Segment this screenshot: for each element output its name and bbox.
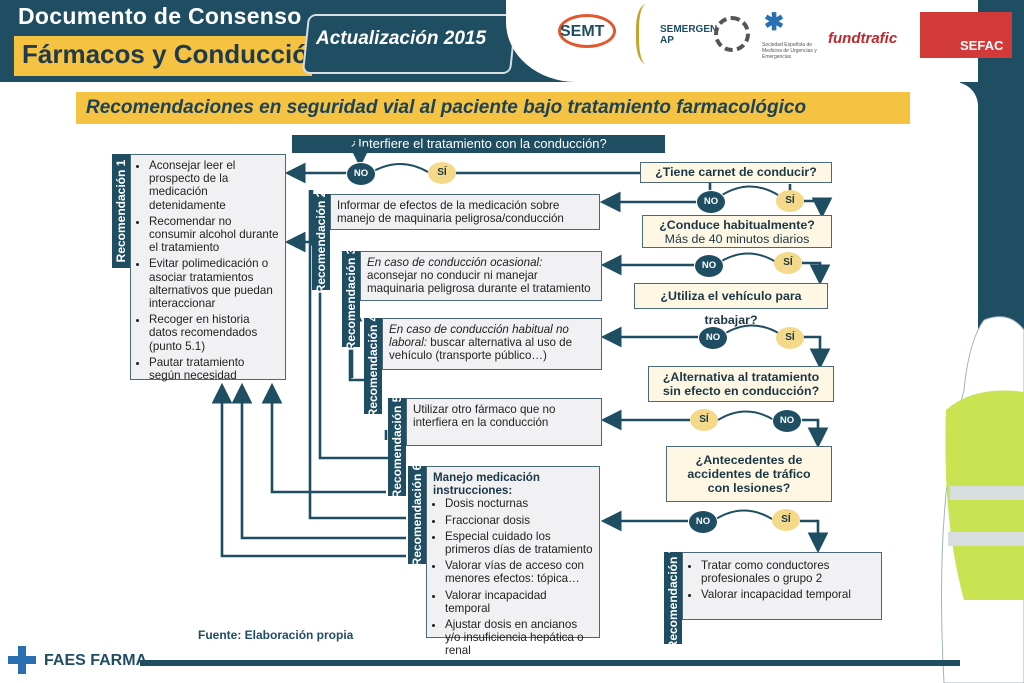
no-badge: NO [346, 162, 376, 186]
rec6-item: Valorar vías de acceso con menores efect… [445, 559, 593, 585]
sefac-logo-box [920, 12, 1012, 58]
section-banner [76, 92, 910, 124]
rec1-label: Recomendación 1 [112, 154, 130, 268]
arrow-vehiculo-si-to-alternativa [803, 335, 831, 370]
semt-logo-text: SEMT [560, 23, 605, 40]
no-badge: NO [694, 254, 724, 278]
rec1-box: Aconsejar leer el prospecto de la medica… [130, 154, 286, 382]
gear-emblem-icon [714, 16, 750, 52]
question-vehiculo: ¿Utiliza el vehículo para trabajar? [634, 283, 828, 327]
no-badge: NO [696, 190, 726, 214]
star-of-life-icon: ✱ [764, 9, 785, 36]
safety-vest-illustration [941, 316, 1024, 683]
arrow-rec5-to-rec1 [261, 382, 386, 494]
rec1-item: Recoger en historia datos recomendados (… [149, 313, 279, 353]
rec6-item: Fraccionar dosis [445, 514, 593, 527]
rec6-item: Valorar incapacidad temporal [445, 589, 593, 615]
top-question: ¿Interfiere el tratamiento con la conduc… [292, 135, 665, 153]
rec5-box: Utilizar otro fármaco que no interfiera … [406, 398, 602, 446]
source-note: Fuente: Elaboración propia [198, 628, 354, 642]
document-title-box [14, 36, 312, 76]
arrow-rec6-to-rec1-a [308, 190, 406, 520]
rec6-box: Manejo medicación instrucciones: Dosis n… [426, 466, 600, 657]
curve-carnet [721, 185, 779, 196]
fundtrafic-logo: fundtrafic [828, 30, 898, 47]
rec6-label: Recomendación 6 [408, 463, 426, 567]
curve-antecedentes [715, 509, 773, 520]
rec1-item: Recomendar no consumir alcohol durante e… [149, 215, 279, 255]
curve-conduce [719, 252, 777, 263]
no-badge: NO [772, 409, 802, 433]
rec1-item: Evitar polimedicación o asociar tratamie… [149, 257, 279, 310]
rec4-condition: En caso de conducción habitual no labora… [389, 323, 569, 350]
rec2-box: Informar de efectos de la medicación sob… [330, 194, 600, 230]
rec7-box: Tratar como conductores profesionales o … [682, 552, 882, 620]
curve-vehiculo [723, 324, 781, 335]
semes-logo-text: Sociedad Española de Medicina de Urgenci… [762, 42, 817, 60]
rec7-item: Tratar como conductores profesionales o … [701, 559, 875, 585]
rec3-text: aconsejar no conducir ni manejar maquina… [367, 269, 591, 296]
si-badge: SÍ [776, 327, 804, 349]
rec7-label: Recomendación 7 [664, 546, 682, 650]
curve-top [371, 163, 429, 173]
document-title-top: Documento de Consenso [18, 3, 302, 29]
rec2-label: Recomendación 2 [312, 190, 330, 294]
question-antecedentes: ¿Antecedentes de accidentes de tráfico c… [666, 446, 832, 502]
question-conduce-sub: Más de 40 minutos diarios [664, 232, 810, 246]
rec4-box: En caso de conducción habitual no labora… [382, 318, 602, 370]
rec3-box: En caso de conducción ocasional: aconsej… [360, 251, 602, 301]
sefac-logo-text: SEFAC [960, 38, 1004, 53]
arrow-antecedentes-si-to-rec7 [800, 519, 829, 554]
rec6-item: Ajustar dosis en ancianos y/o insuficien… [445, 618, 593, 658]
question-conduce: ¿Conduce habitualmente? Más de 40 minuto… [642, 215, 832, 248]
no-badge: NO [688, 510, 718, 534]
si-badge: SÍ [774, 252, 802, 274]
rec1-item: Aconsejar leer el prospecto de la medica… [149, 159, 279, 212]
arrow-conduce-si-to-vehiculo [802, 261, 831, 286]
semt-logo [558, 14, 616, 48]
rec6-heading: Manejo medicación instrucciones: [433, 471, 540, 498]
question-carnet: ¿Tiene carnet de conducir? [640, 162, 832, 183]
arrow-rec3-to-rec1 [318, 300, 390, 460]
si-badge: SÍ [772, 509, 800, 531]
semergen-logo-text: SEMERGEN AP [660, 24, 718, 46]
faes-farma-brand: FAES FARMA [44, 652, 148, 669]
question-alternativa: ¿Alternativa al tratamiento sin efecto e… [648, 366, 834, 402]
rec4-label: Recomendación 4 [364, 314, 382, 418]
arrow-rec6-to-rec1-b [231, 382, 406, 540]
update-label: Actualización 2015 [316, 28, 487, 49]
footer-bar [140, 660, 960, 666]
rec5-label: Recomendación 5 [388, 395, 406, 499]
rec6-item: Especial cuidado los primeros días de tr… [445, 530, 593, 556]
faes-cross-icon [8, 646, 36, 674]
si-badge: SÍ [428, 162, 456, 184]
si-badge: SÍ [776, 190, 804, 212]
arrow-alternativa-no-to-antecedentes [800, 418, 829, 449]
document-title-main: Fármacos y Conducción [22, 39, 324, 69]
rec3-label: Recomendación 3 [342, 247, 360, 351]
si-badge: SÍ [690, 409, 718, 431]
arrow-rec6-to-rec1-c [211, 382, 406, 558]
rec4-text: buscar alternativa al uso de vehículo (t… [389, 336, 573, 363]
curve-alternativa [717, 410, 775, 421]
rec6-item: Dosis nocturnas [445, 497, 593, 510]
rec3-condition: En caso de conducción ocasional: [367, 256, 543, 269]
question-conduce-text: ¿Conduce habitualmente? [659, 218, 815, 232]
rec7-item: Valorar incapacidad temporal [701, 588, 875, 601]
section-banner-title: Recomendaciones en seguridad vial al pac… [86, 97, 807, 118]
rec1-item: Pautar tratamiento según necesidad [149, 356, 279, 382]
semergen-emblem-icon [636, 4, 661, 64]
no-badge: NO [698, 326, 728, 350]
